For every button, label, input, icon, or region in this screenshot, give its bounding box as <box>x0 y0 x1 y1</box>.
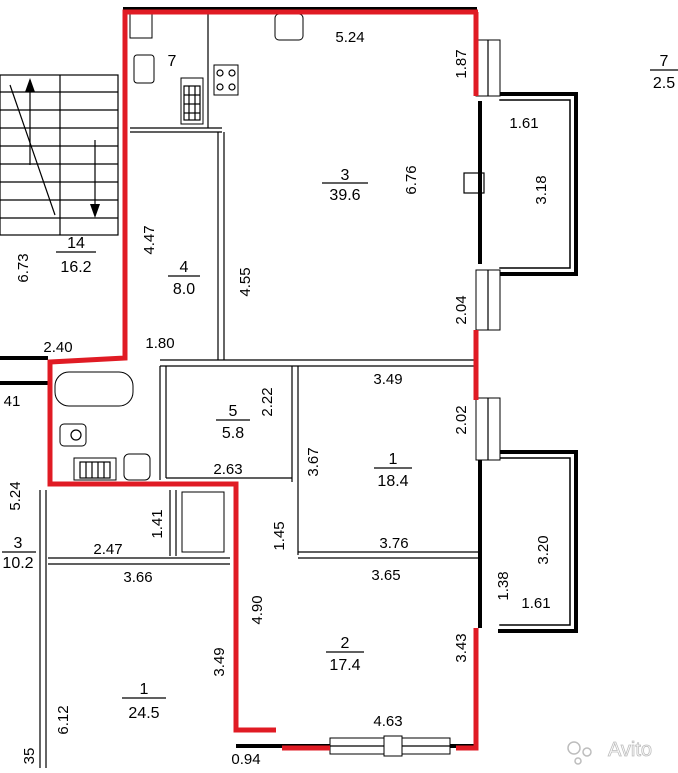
dimension: 4.47 <box>141 225 158 254</box>
room-number: 2 <box>341 635 350 652</box>
stove-burners <box>183 85 201 121</box>
dimension: 2.22 <box>259 387 276 416</box>
room-5-label: 5 5.8 <box>216 403 250 442</box>
dimension: 2.63 <box>213 461 242 478</box>
dimension: 3.67 <box>305 447 322 476</box>
bathtub-icon <box>54 371 134 407</box>
dimension: 5.24 <box>7 481 24 510</box>
dimension: 6.12 <box>55 705 72 734</box>
apartment-boundary <box>47 9 479 751</box>
toilet-icon <box>59 423 87 447</box>
dimension: 3.43 <box>453 633 470 662</box>
dimension: 1.61 <box>521 595 550 612</box>
room-number: 4 <box>180 259 189 276</box>
room-area: 16.2 <box>60 259 91 276</box>
dimension: 35 <box>21 748 38 765</box>
interior-walls <box>39 12 478 768</box>
dimension: 3.76 <box>379 535 408 552</box>
avito-logo-icon: Avito <box>567 739 652 765</box>
room-number: 7 <box>660 53 669 70</box>
basin-icon <box>123 453 151 481</box>
dimension: 0.94 <box>231 751 260 768</box>
room-number: 3 <box>341 167 350 184</box>
room-area: 5.8 <box>222 425 244 442</box>
dimension: 4.55 <box>237 267 254 296</box>
dimension: 1.41 <box>149 509 166 538</box>
sink-icon <box>133 54 155 84</box>
dimension: 6.73 <box>15 253 32 282</box>
table-icon <box>213 64 239 96</box>
dimension: 4.63 <box>373 713 402 730</box>
dimension-labels: 5.24 1.87 1.61 3.18 6.76 2.04 4.47 4.55 … <box>4 29 552 768</box>
room-number: 3 <box>14 535 23 552</box>
washing-machine-icon <box>73 457 117 481</box>
chair-icon <box>274 13 304 41</box>
room-number: 14 <box>67 235 85 252</box>
dimension: 1.61 <box>509 115 538 132</box>
column-icon <box>463 172 485 194</box>
room-7-right-label: 7 2.5 <box>650 53 678 92</box>
dimension: 3.49 <box>373 371 402 388</box>
exterior-walls <box>0 7 578 748</box>
room-1-label: 1 18.4 <box>374 451 412 490</box>
dimension: 2.40 <box>43 339 72 356</box>
dimension: 4.90 <box>249 595 266 624</box>
room-labels: 3 39.6 4 8.0 5 5.8 1 18.4 2 17.4 14 16.2 <box>2 53 678 722</box>
dimension: 1.38 <box>495 571 512 600</box>
dimension: 3.66 <box>123 569 152 586</box>
room-area: 2.5 <box>653 75 675 92</box>
room-area: 24.5 <box>128 705 159 722</box>
room-number: 1 <box>389 451 398 468</box>
room-number: 1 <box>140 681 149 698</box>
cabinet-icon <box>129 11 153 39</box>
dimension: 3.65 <box>371 567 400 584</box>
dimension: 1.87 <box>453 49 470 78</box>
dimension: 3.49 <box>211 647 228 676</box>
room-4-label: 4 8.0 <box>168 259 200 298</box>
room-area: 8.0 <box>173 281 195 298</box>
room-area: 17.4 <box>329 657 360 674</box>
dimension: 41 <box>4 393 21 410</box>
windows <box>329 39 501 757</box>
dimension: 6.76 <box>403 165 420 194</box>
fixtures <box>54 11 485 481</box>
room-area: 39.6 <box>329 187 360 204</box>
neighbor-room-3-label: 3 10.2 <box>2 535 36 572</box>
dimension: 2.47 <box>93 541 122 558</box>
room-area: 18.4 <box>377 473 408 490</box>
room-2-label: 2 17.4 <box>326 635 364 674</box>
room-number: 5 <box>229 403 238 420</box>
room-14-label: 14 16.2 <box>56 235 96 276</box>
dimension: 2.02 <box>453 405 470 434</box>
dimension: 2.04 <box>453 295 470 324</box>
dimension: 3.18 <box>533 175 550 204</box>
watermark-text: Avito <box>608 739 652 761</box>
neighbor-room-1-label: 1 24.5 <box>122 681 166 722</box>
dimension: 3.20 <box>535 535 552 564</box>
dimension: 5.24 <box>335 29 364 46</box>
room-3-label: 3 39.6 <box>322 167 368 204</box>
staircase <box>0 74 119 236</box>
room-area: 10.2 <box>2 555 33 572</box>
room-7-small-label: 7 <box>168 53 177 70</box>
dimension: 1.45 <box>271 521 288 550</box>
dimension: 1.80 <box>145 335 174 352</box>
